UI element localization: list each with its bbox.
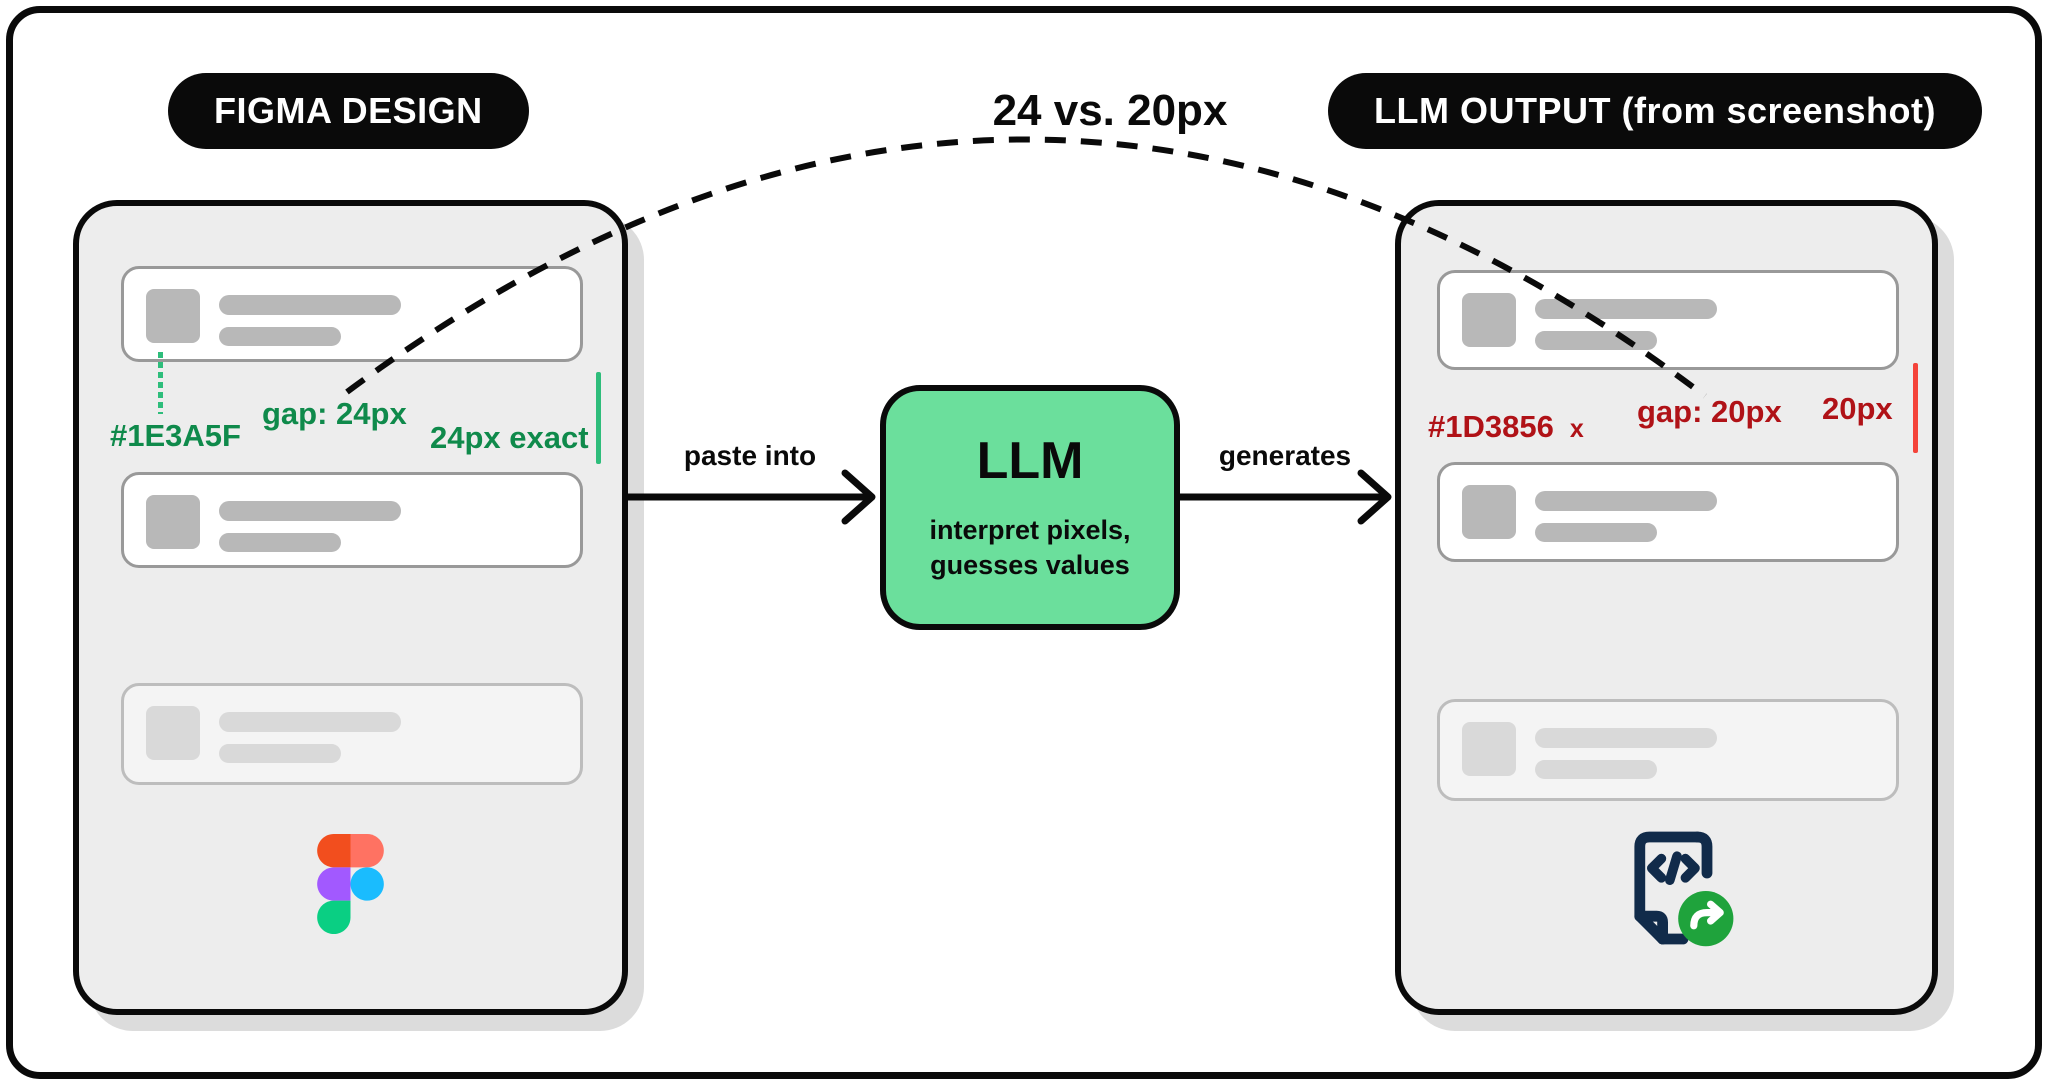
error-x-mark: x xyxy=(1569,415,1584,443)
gap-annotation: gap: 20px xyxy=(1637,394,1782,429)
hex-annotation: #1E3A5F xyxy=(110,418,241,453)
gap-measure-line xyxy=(596,372,601,464)
llm-output-badge: LLM OUTPUT (from screenshot) xyxy=(1328,73,1983,149)
avatar-placeholder xyxy=(1462,485,1516,539)
text-bar-placeholder xyxy=(219,712,401,732)
text-bar-placeholder xyxy=(1535,728,1717,748)
card-mockup xyxy=(121,266,583,362)
llm-output-panel: #1D3856 x gap: 20px 20px xyxy=(1395,200,1938,1015)
avatar-placeholder xyxy=(1462,293,1516,347)
generates-label: generates xyxy=(1218,440,1352,471)
comparison-title: 24 vs. 20px xyxy=(992,86,1228,135)
gap-measure-line xyxy=(1913,363,1918,453)
text-bar-placeholder xyxy=(219,533,341,552)
measure-annotation: 20px xyxy=(1822,391,1893,426)
figma-logo-icon xyxy=(317,834,384,939)
card-mockup-faded xyxy=(1437,699,1899,801)
avatar-placeholder xyxy=(146,495,200,549)
text-bar-placeholder xyxy=(219,501,401,521)
text-bar-placeholder xyxy=(1535,491,1717,511)
card-mockup xyxy=(1437,270,1899,370)
text-bar-placeholder xyxy=(1535,299,1717,319)
text-bar-placeholder xyxy=(1535,760,1657,779)
measure-annotation: 24px exact xyxy=(430,420,589,455)
avatar-placeholder xyxy=(146,706,200,760)
llm-node-title: LLM xyxy=(976,432,1084,490)
avatar-placeholder xyxy=(1462,722,1516,776)
gap-annotation: gap: 24px xyxy=(262,396,407,431)
card-mockup-faded xyxy=(121,683,583,785)
figma-design-badge: FIGMA DESIGN xyxy=(168,73,529,149)
paste-into-label: paste into xyxy=(683,440,817,471)
text-bar-placeholder xyxy=(1535,331,1657,350)
text-bar-placeholder xyxy=(219,327,341,346)
card-mockup xyxy=(1437,462,1899,562)
text-bar-placeholder xyxy=(1535,523,1657,542)
hex-value: #1D3856 xyxy=(1428,409,1554,444)
llm-node-desc-line1: interpret pixels, xyxy=(929,515,1131,545)
avatar-placeholder xyxy=(146,289,200,343)
llm-node-desc-line2: guesses values xyxy=(930,550,1130,581)
code-export-icon xyxy=(1617,824,1737,969)
figma-design-panel: #1E3A5F gap: 24px 24px exact xyxy=(73,200,628,1015)
hex-annotation: #1D3856 x xyxy=(1428,409,1584,445)
text-bar-placeholder xyxy=(219,744,341,763)
llm-node: LLM interpret pixels, guesses values xyxy=(880,385,1180,630)
hex-pointer-line xyxy=(158,352,163,414)
text-bar-placeholder xyxy=(219,295,401,315)
card-mockup xyxy=(121,472,583,568)
